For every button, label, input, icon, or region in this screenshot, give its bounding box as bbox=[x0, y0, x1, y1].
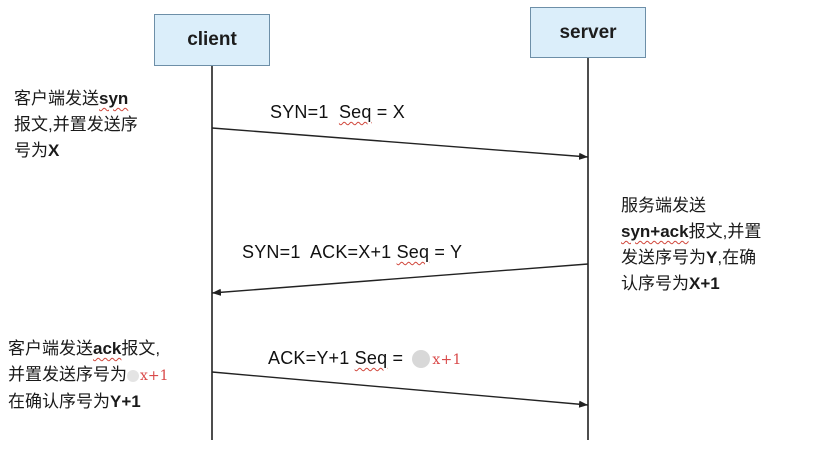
note-keyword: Y+1 bbox=[110, 392, 141, 411]
syn-ack-message-label: SYN=1 ACK=X+1 Seq = Y bbox=[242, 242, 462, 263]
syn-ack-message-text: SYN=1 ACK=X+1 bbox=[242, 242, 397, 262]
ack-arrow bbox=[211, 371, 589, 408]
client-syn-note: 客户端发送syn 报文,并置发送序 号为X bbox=[14, 86, 138, 164]
note-keyword: syn+ack bbox=[621, 222, 689, 241]
syn-message-text: SYN=1 bbox=[270, 102, 339, 122]
note-text: 号为 bbox=[14, 141, 48, 160]
note-text: 在确认序号为 bbox=[8, 392, 110, 411]
note-line: 客户端发送syn bbox=[14, 86, 138, 112]
server-actor-box: server bbox=[530, 7, 646, 58]
note-keyword: X+1 bbox=[689, 274, 720, 293]
note-line: 号为X bbox=[14, 138, 138, 164]
note-line: 发送序号为Y,在确 bbox=[621, 245, 761, 271]
note-text: 报文, bbox=[121, 339, 161, 358]
handwritten-seq-value: x+1 bbox=[140, 368, 169, 384]
seq-word: Seq bbox=[354, 348, 388, 368]
note-text: 报文,并置 bbox=[688, 222, 762, 241]
note-line: 并置发送序号为 x+1 bbox=[8, 362, 169, 389]
note-line: 服务端发送 bbox=[621, 196, 706, 215]
ack-message-equals: = bbox=[387, 348, 409, 368]
syn-ack-message-value: = Y bbox=[429, 242, 463, 262]
server-syn-ack-note: 服务端发送 syn+ack报文,并置 发送序号为Y,在确 认序号为X+1 bbox=[621, 193, 761, 297]
note-keyword: ack bbox=[93, 339, 122, 358]
note-text: ,在确 bbox=[717, 248, 757, 267]
client-ack-note: 客户端发送ack报文, 并置发送序号为 x+1 在确认序号为Y+1 bbox=[8, 336, 169, 415]
syn-message-label: SYN=1 Seq = X bbox=[270, 102, 405, 123]
note-keyword: Y bbox=[706, 248, 718, 267]
erased-mark bbox=[412, 350, 431, 369]
syn-arrow bbox=[211, 127, 589, 160]
handwritten-seq-value: x+1 bbox=[432, 352, 462, 368]
seq-word: Seq bbox=[338, 102, 372, 122]
note-line: 认序号为X+1 bbox=[621, 271, 761, 297]
note-line: 客户端发送ack报文, bbox=[8, 336, 169, 362]
note-text: 客户端发送 bbox=[14, 89, 99, 108]
syn-message-value: = X bbox=[371, 102, 405, 122]
note-text: 客户端发送 bbox=[8, 339, 93, 358]
note-text: 发送序号为 bbox=[621, 248, 706, 267]
client-actor-label: client bbox=[187, 29, 237, 50]
note-text: 并置发送序号为 bbox=[8, 365, 127, 384]
client-actor-box: client bbox=[154, 14, 270, 66]
ack-message-label: ACK=Y+1 Seq = x+1 bbox=[268, 348, 462, 369]
note-line: 报文,并置发送序 bbox=[14, 115, 138, 134]
note-line: syn+ack报文,并置 bbox=[621, 219, 761, 245]
ack-message-text: ACK=Y+1 bbox=[268, 348, 355, 368]
seq-word: Seq bbox=[396, 242, 430, 262]
note-keyword: X bbox=[48, 141, 60, 160]
note-line: 在确认序号为Y+1 bbox=[8, 389, 169, 415]
note-keyword: syn bbox=[99, 89, 129, 108]
syn-ack-arrow bbox=[211, 263, 589, 296]
server-actor-label: server bbox=[559, 21, 617, 43]
note-text: 认序号为 bbox=[621, 274, 689, 293]
erased-mark bbox=[127, 369, 139, 382]
